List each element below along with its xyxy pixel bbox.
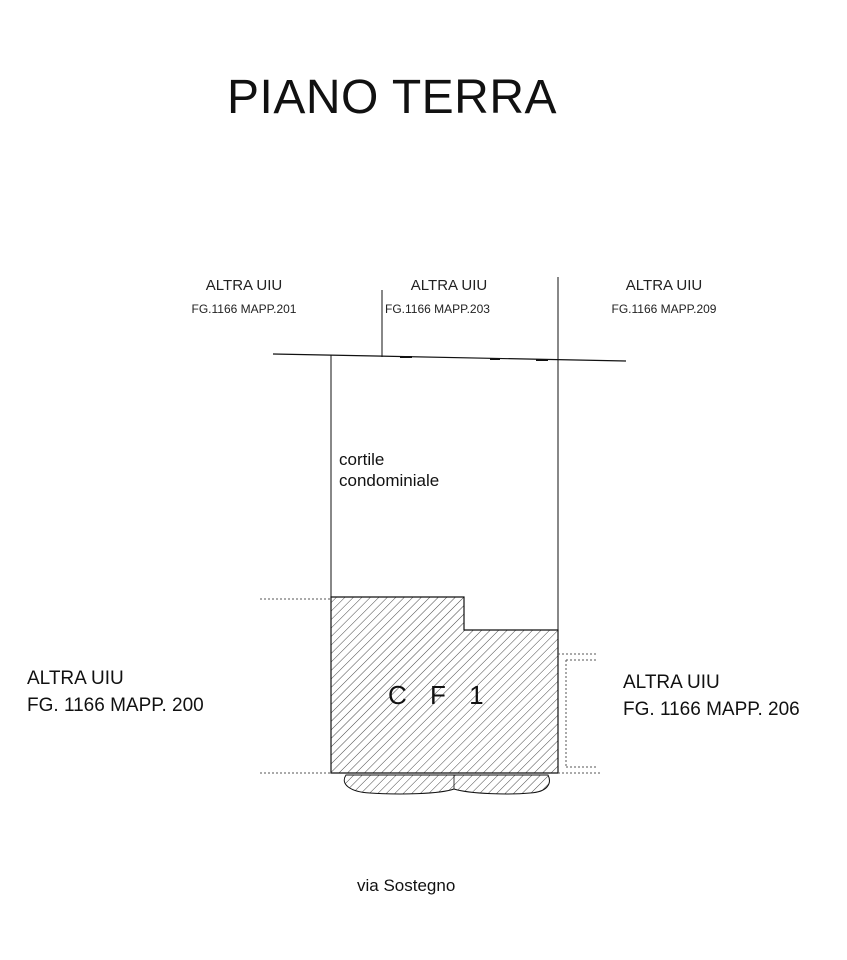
- dashed-boundaries: [260, 598, 600, 774]
- plan-title: PIANO TERRA: [227, 71, 558, 124]
- neighbor-top-2-ref: FG.1166 MAPP.203: [385, 302, 490, 316]
- unit-label: C F 1: [388, 680, 492, 710]
- unit-cf1-area: [330, 596, 559, 774]
- neighbor-top-1-label: ALTRA UIU: [205, 277, 283, 294]
- entrance-steps: [343, 774, 550, 795]
- neighbor-top-2-label: ALTRA UIU: [410, 277, 488, 294]
- courtyard-label-line2: condominiale: [339, 471, 440, 490]
- neighbor-left-ref: FG. 1166 MAPP. 200: [27, 695, 204, 716]
- neighbor-top-3-ref: FG.1166 MAPP.209: [611, 302, 717, 316]
- neighbor-right-ref: FG. 1166 MAPP. 206: [623, 699, 800, 720]
- neighbor-top-1-ref: FG.1166 MAPP.201: [191, 302, 297, 316]
- boundary-line-top: [272, 353, 627, 362]
- street-label: via Sostegno: [357, 876, 456, 895]
- neighbor-right-label: ALTRA UIU: [623, 672, 720, 693]
- boundary-ticks: [400, 356, 548, 361]
- neighbor-top-3-label: ALTRA UIU: [625, 277, 703, 294]
- courtyard-label-line1: cortile: [339, 450, 385, 469]
- neighbor-left-label: ALTRA UIU: [27, 668, 124, 689]
